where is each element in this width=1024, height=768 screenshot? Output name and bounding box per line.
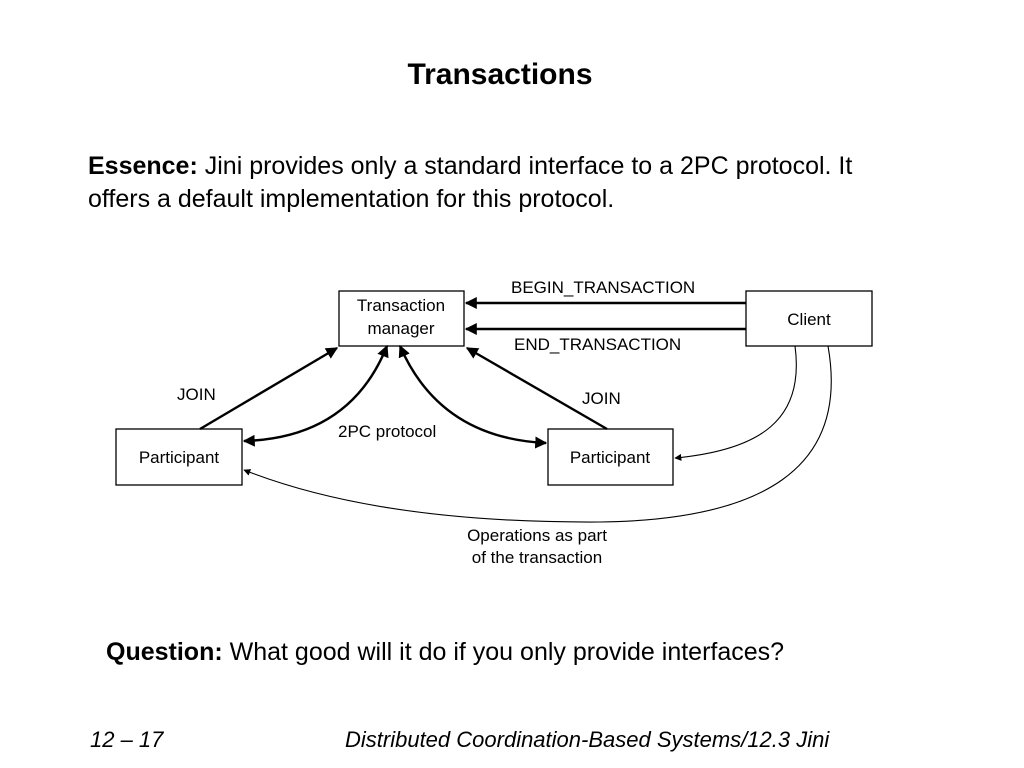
transaction-manager-label-line1: Transaction — [357, 296, 445, 315]
question-label: Question: — [106, 638, 223, 666]
participant-right-label: Participant — [570, 448, 651, 467]
2pc-protocol-curve-right — [398, 344, 548, 449]
operations-label-line2: of the transaction — [472, 548, 602, 567]
end-transaction-label: END_TRANSACTION — [514, 335, 681, 354]
participant-left-box — [115, 428, 243, 486]
essence-text: Jini provides only a standard interface … — [88, 152, 853, 213]
operations-label-line1: Operations as part — [467, 526, 607, 545]
join-right-label: JOIN — [582, 389, 621, 408]
transaction-manager-label-line2: manager — [367, 319, 434, 338]
client-box — [745, 290, 873, 347]
client-to-left-participant-curve — [243, 345, 832, 523]
slide-title: Transactions — [407, 58, 593, 91]
footer-page-number: 12 – 17 — [90, 727, 164, 752]
participant-right-box — [547, 428, 674, 486]
client-label: Client — [787, 310, 831, 329]
join-left-label: JOIN — [177, 385, 216, 404]
2pc-protocol-label: 2PC protocol — [338, 422, 436, 441]
participant-left-label: Participant — [139, 448, 220, 467]
2pc-protocol-curve-left — [242, 344, 389, 447]
question-paragraph: Question: What good will it do if you on… — [106, 638, 784, 667]
question-text: What good will it do if you only provide… — [222, 638, 785, 666]
essence-label: Essence: — [88, 152, 198, 180]
footer-course-title: Distributed Coordination-Based Systems/1… — [345, 727, 830, 752]
transaction-manager-box — [338, 290, 465, 347]
join-left-arrow — [199, 346, 339, 431]
begin-transaction-label: BEGIN_TRANSACTION — [511, 278, 695, 297]
client-to-right-participant-curve — [674, 345, 797, 461]
essence-paragraph: Essence: Jini provides only a standard i… — [88, 150, 908, 216]
